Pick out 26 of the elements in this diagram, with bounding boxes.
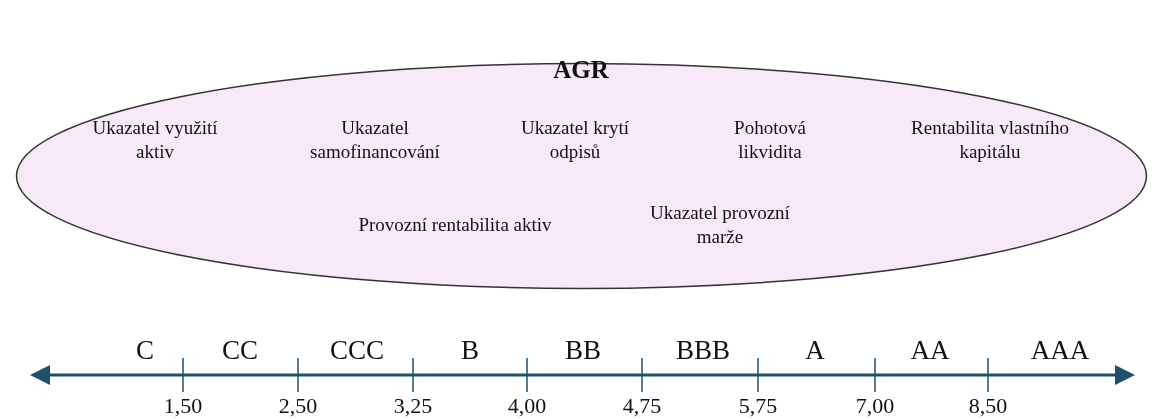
indicator-text: Ukazatel provozní marže bbox=[649, 201, 791, 249]
rating-label: A bbox=[805, 334, 825, 366]
indicator-text: Ukazatel krytí odpisů bbox=[519, 116, 631, 164]
tick-value: 3,25 bbox=[393, 393, 433, 419]
rating-label: BB bbox=[565, 334, 601, 366]
tick-value: 4,00 bbox=[507, 393, 547, 419]
tick-value: 2,50 bbox=[278, 393, 318, 419]
tick-value: 8,50 bbox=[968, 393, 1008, 419]
ellipse-node bbox=[15, 62, 1148, 290]
indicator-text: Pohotová likvidita bbox=[733, 116, 807, 164]
indicator-text: Ukazatel samofinancování bbox=[309, 116, 441, 164]
indicator-text: Rentabilita vlastního kapitálu bbox=[910, 116, 1070, 164]
indicator-text: Ukazatel využití aktiv bbox=[91, 116, 219, 164]
tick-value: 7,00 bbox=[855, 393, 895, 419]
tick-value: 1,50 bbox=[163, 393, 203, 419]
rating-label: B bbox=[461, 334, 479, 366]
heading: AGR bbox=[552, 58, 610, 82]
rating-label: BBB bbox=[676, 334, 730, 366]
tick-value: 5,75 bbox=[738, 393, 778, 419]
rating-label: AAA bbox=[1030, 334, 1090, 366]
rating-label: C bbox=[136, 334, 154, 366]
rating-label: CC bbox=[222, 334, 258, 366]
indicator-text: Provozní rentabilita aktiv bbox=[357, 213, 553, 237]
rating-label: AA bbox=[910, 334, 950, 366]
tick-value: 4,75 bbox=[622, 393, 662, 419]
rating-label: CCC bbox=[330, 334, 384, 366]
